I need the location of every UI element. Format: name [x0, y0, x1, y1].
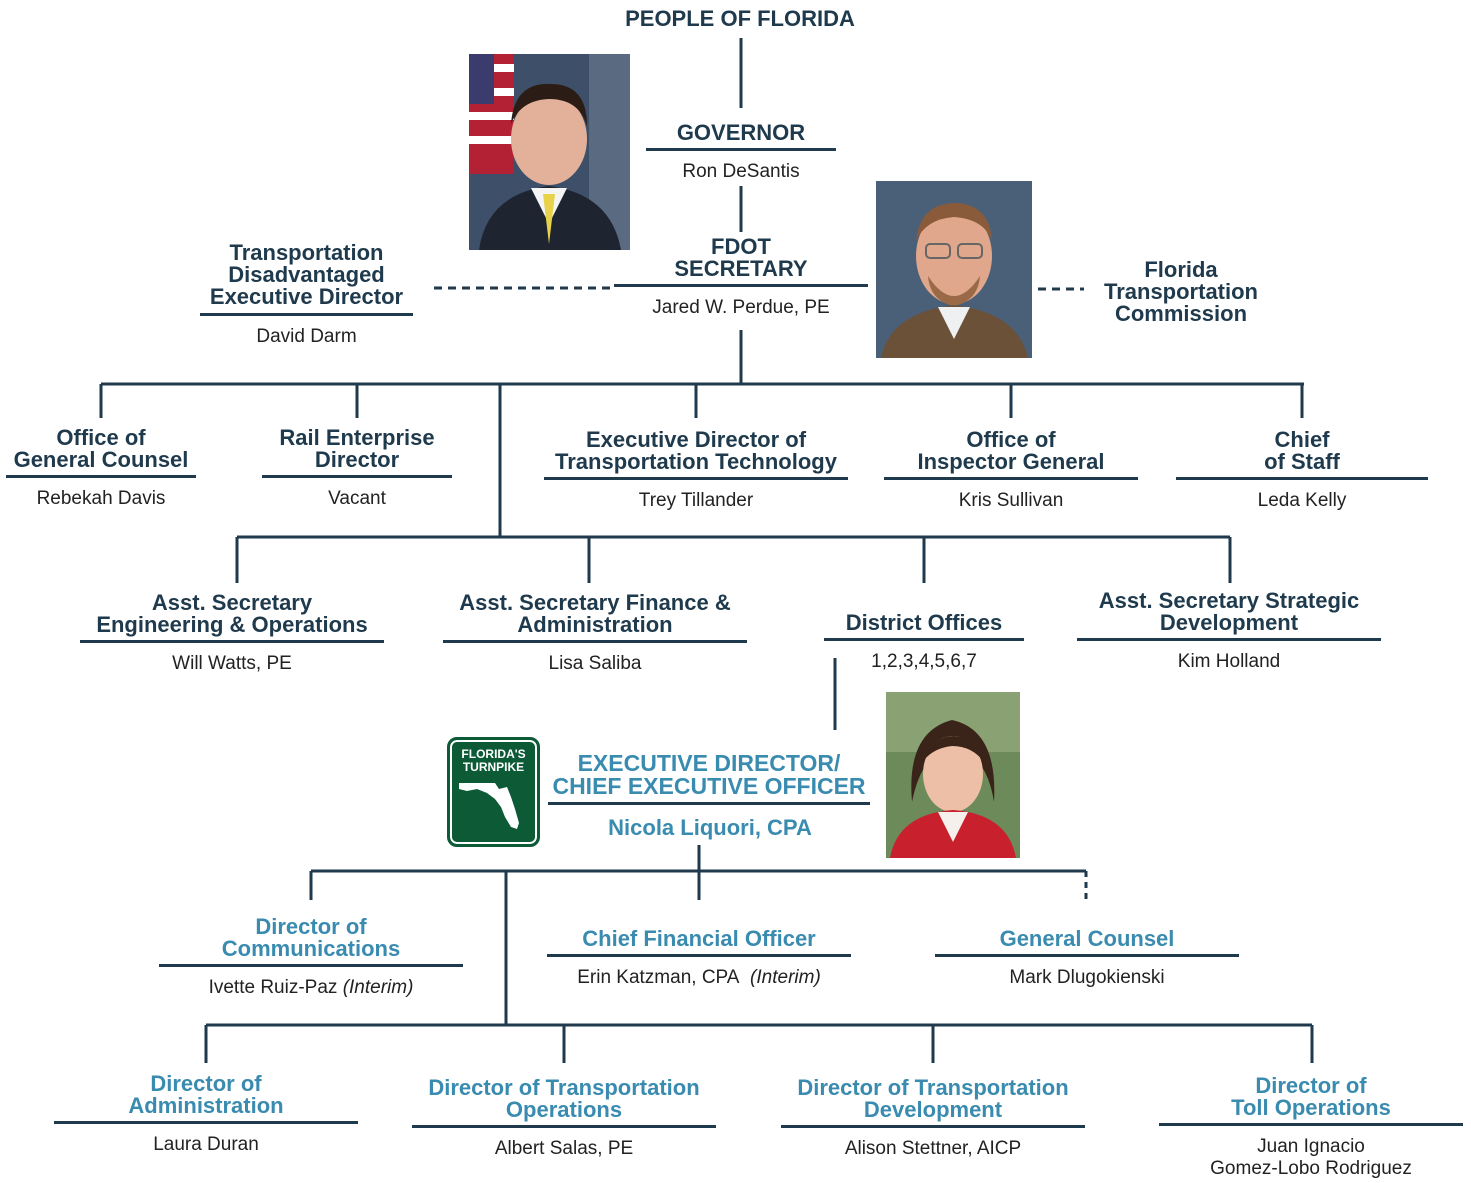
- ceo-name: Nicola Liquori, CPA: [608, 815, 812, 840]
- row4-title: Director of Toll Operations: [1159, 1075, 1463, 1126]
- florida-map-icon: [459, 783, 519, 829]
- row1-title: Rail Enterprise Director: [262, 427, 452, 478]
- florida-turnpike-logo: FLORIDA'S TURNPIKE: [447, 737, 540, 847]
- row1-name: Leda Kelly: [1257, 490, 1347, 511]
- row3-title: Director of Communications: [159, 916, 463, 967]
- rail-enterprise-box: Rail Enterprise Director Vacant: [262, 427, 452, 510]
- td-director-title: Transportation Disadvantaged Executive D…: [200, 242, 413, 316]
- transportation-technology-box: Executive Director of Transportation Tec…: [544, 429, 848, 512]
- row3-name: Ivette Ruiz-Paz: [208, 977, 338, 998]
- row3-title: General Counsel: [935, 928, 1239, 957]
- director-transportation-development-box: Director of Transportation Development A…: [781, 1077, 1085, 1160]
- row1-title: Office of Inspector General: [884, 429, 1138, 480]
- commission-box: Florida Transportation Commission: [1086, 259, 1276, 329]
- governor-name: Ron DeSantis: [682, 161, 800, 182]
- general-counsel-office-box: Office of General Counsel Rebekah Davis: [6, 427, 196, 510]
- ceo-photo: [886, 692, 1020, 858]
- asst-secretary-engineering-box: Asst. Secretary Engineering & Operations…: [80, 592, 384, 675]
- row3-name-line: Erin Katzman, CPA (Interim): [547, 967, 851, 989]
- row2-title: Asst. Secretary Strategic Development: [1077, 590, 1381, 641]
- director-transportation-operations-box: Director of Transportation Operations Al…: [412, 1077, 716, 1160]
- governor-photo: [469, 54, 630, 250]
- secretary-photo: [876, 181, 1032, 358]
- top-label: PEOPLE OF FLORIDA: [625, 6, 855, 31]
- row4-title: Director of Administration: [54, 1073, 358, 1124]
- row2-name: Kim Holland: [1177, 651, 1281, 672]
- governor-title: GOVERNOR: [646, 122, 836, 151]
- row4-name: Alison Stettner, AICP: [844, 1138, 1022, 1159]
- row4-name: Albert Salas, PE: [494, 1138, 634, 1159]
- chief-financial-officer-box: Chief Financial Officer Erin Katzman, CP…: [547, 928, 851, 989]
- commission-title: Florida Transportation Commission: [1103, 257, 1258, 326]
- row3-note: (Interim): [342, 977, 414, 998]
- chief-of-staff-box: Chief of Staff Leda Kelly: [1176, 429, 1428, 512]
- row2-title: Asst. Secretary Finance & Administration: [443, 592, 747, 643]
- asst-secretary-finance-box: Asst. Secretary Finance & Administration…: [443, 592, 747, 675]
- row4-title: Director of Transportation Development: [781, 1077, 1085, 1128]
- row4-title: Director of Transportation Operations: [412, 1077, 716, 1128]
- row4-name: Laura Duran: [153, 1134, 259, 1155]
- row1-name: Vacant: [328, 488, 386, 509]
- td-director-name: David Darm: [256, 326, 357, 347]
- td-director-box: Transportation Disadvantaged Executive D…: [200, 242, 413, 348]
- governor-box: GOVERNOR Ron DeSantis: [646, 122, 836, 183]
- district-offices-box: District Offices 1,2,3,4,5,6,7: [824, 612, 1024, 673]
- secretary-title: FDOT SECRETARY: [614, 236, 868, 287]
- row1-title: Executive Director of Transportation Tec…: [544, 429, 848, 480]
- ceo-title: EXECUTIVE DIRECTOR/ CHIEF EXECUTIVE OFFI…: [548, 752, 870, 805]
- row2-title: Asst. Secretary Engineering & Operations: [80, 592, 384, 643]
- row2-name: Will Watts, PE: [172, 653, 292, 674]
- director-communications-box: Director of Communications Ivette Ruiz-P…: [159, 916, 463, 999]
- secretary-box: FDOT SECRETARY Jared W. Perdue, PE: [614, 236, 868, 319]
- row1-title: Office of General Counsel: [6, 427, 196, 478]
- general-counsel-box: General Counsel Mark Dlugokienski: [935, 928, 1239, 989]
- director-administration-box: Director of Administration Laura Duran: [54, 1073, 358, 1156]
- row3-name: Mark Dlugokienski: [1009, 967, 1165, 988]
- row2-name: 1,2,3,4,5,6,7: [871, 651, 977, 672]
- row1-name: Kris Sullivan: [958, 490, 1064, 511]
- turnpike-logo-text: FLORIDA'S TURNPIKE: [461, 747, 526, 774]
- director-toll-operations-box: Director of Toll Operations Juan Ignacio…: [1159, 1075, 1463, 1180]
- row1-title: Chief of Staff: [1176, 429, 1428, 480]
- inspector-general-box: Office of Inspector General Kris Sulliva…: [884, 429, 1138, 512]
- secretary-name: Jared W. Perdue, PE: [652, 297, 830, 318]
- row4-name: Juan Ignacio Gomez-Lobo Rodriguez: [1210, 1136, 1412, 1179]
- row3-name-line: Ivette Ruiz-Paz (Interim): [159, 977, 463, 999]
- row1-name: Rebekah Davis: [36, 488, 166, 509]
- row3-title: Chief Financial Officer: [547, 928, 851, 957]
- row1-name: Trey Tillander: [638, 490, 754, 511]
- row2-name: Lisa Saliba: [548, 653, 642, 674]
- row2-title: District Offices: [824, 612, 1024, 641]
- asst-secretary-strategic-box: Asst. Secretary Strategic Development Ki…: [1077, 590, 1381, 673]
- row3-name: Erin Katzman, CPA: [577, 967, 740, 988]
- row3-note: (Interim): [750, 967, 821, 988]
